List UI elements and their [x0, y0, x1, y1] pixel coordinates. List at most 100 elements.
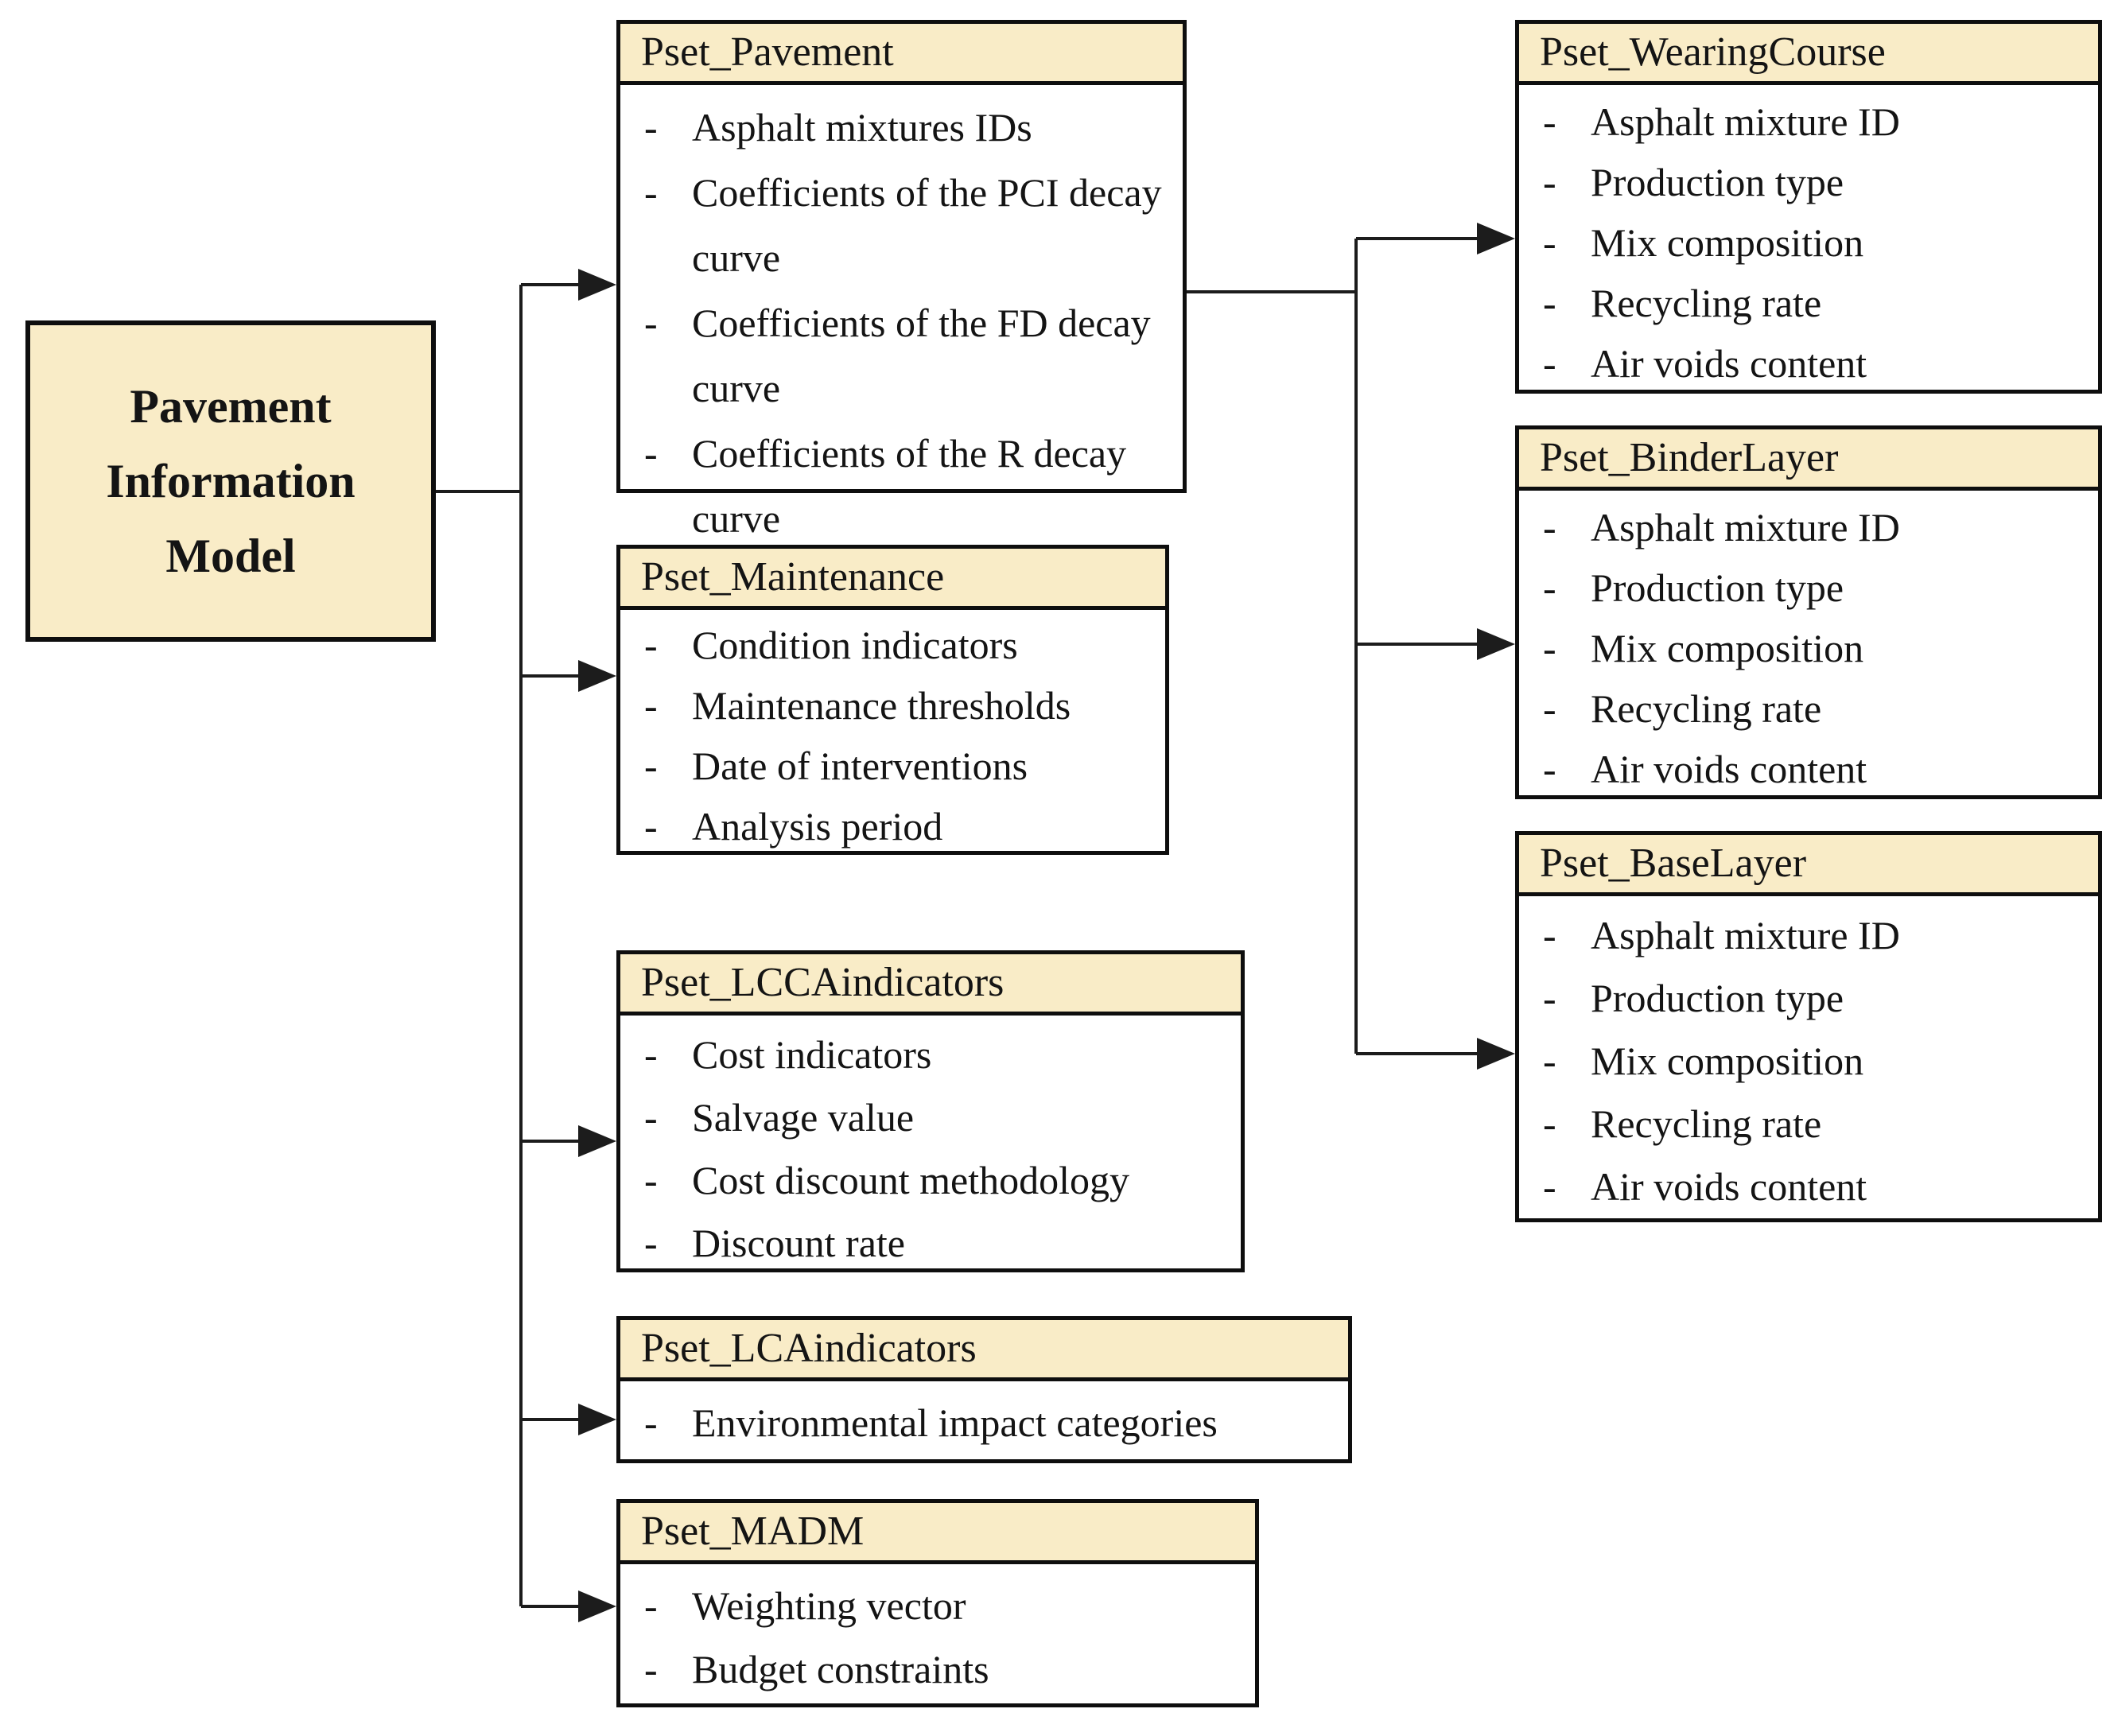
arrowhead-madm	[578, 1590, 616, 1622]
pset-attribute-list: -Weighting vector-Budget constraints	[620, 1564, 1255, 1701]
pset-header-lca-indicators: Pset_LCAindicators	[620, 1320, 1348, 1381]
bullet-dash: -	[1543, 341, 1556, 386]
pset-attribute-item: -Asphalt mixture ID	[1519, 497, 2098, 557]
pset-attribute-item: -Budget constraints	[620, 1637, 1255, 1701]
pset-attribute-item: -Asphalt mixtures IDs	[620, 95, 1183, 160]
pset-attribute-text: Cost discount methodology	[692, 1158, 1129, 1202]
bullet-dash: -	[1543, 1039, 1556, 1083]
arrowhead-lca	[578, 1404, 616, 1435]
bullet-dash: -	[1543, 686, 1556, 731]
pset-attribute-item: -Air voids content	[1519, 333, 2098, 394]
pset-attribute-item: -Recycling rate	[1519, 273, 2098, 333]
bullet-dash: -	[1543, 1101, 1556, 1146]
pset-attribute-text: Asphalt mixture ID	[1591, 913, 1900, 957]
bullet-dash: -	[644, 105, 658, 150]
bullet-dash: -	[644, 1583, 658, 1628]
pset-attribute-item: -Maintenance thresholds	[620, 675, 1165, 736]
pset-box-maintenance: Pset_Maintenance -Condition indicators-M…	[616, 545, 1169, 855]
pset-attribute-item: -Air voids content	[1519, 739, 2098, 799]
pset-header-binder-layer: Pset_BinderLayer	[1519, 429, 2098, 491]
pset-attribute-text: Mix composition	[1591, 1039, 1864, 1083]
bullet-dash: -	[1543, 1164, 1556, 1209]
pset-attribute-text: Recycling rate	[1591, 686, 1822, 731]
pset-attribute-item: -Asphalt mixture ID	[1519, 91, 2098, 152]
pset-header-base-layer: Pset_BaseLayer	[1519, 835, 2098, 896]
arrowhead-maintenance	[578, 660, 616, 692]
pset-attribute-text: Analysis period	[692, 804, 943, 849]
pset-attribute-text: Air voids content	[1591, 747, 1867, 791]
bullet-dash: -	[644, 1032, 658, 1077]
pset-attribute-text: Asphalt mixture ID	[1591, 505, 1900, 550]
pset-header-maintenance: Pset_Maintenance	[620, 549, 1165, 610]
arrowhead-binder-layer	[1477, 628, 1515, 660]
pset-attribute-text: Mix composition	[1591, 626, 1864, 670]
pset-attribute-text: Date of interventions	[692, 744, 1028, 788]
bullet-dash: -	[644, 1095, 658, 1140]
bullet-dash: -	[1543, 281, 1556, 325]
root-node-pavement-information-model: Pavement Information Model	[25, 320, 436, 642]
pset-header-madm: Pset_MADM	[620, 1503, 1255, 1564]
bullet-dash: -	[644, 170, 658, 215]
pset-attribute-item: -Mix composition	[1519, 1030, 2098, 1093]
pset-attribute-item: -Coefficients of the FD decay curve	[620, 290, 1183, 421]
bullet-dash: -	[644, 1221, 658, 1265]
pset-attribute-list: -Asphalt mixture ID-Production type-Mix …	[1519, 491, 2098, 799]
arrowhead-lcca	[578, 1125, 616, 1157]
bullet-dash: -	[1543, 160, 1556, 204]
pset-attribute-list: -Condition indicators-Maintenance thresh…	[620, 610, 1165, 856]
pset-attribute-text: Weighting vector	[692, 1583, 966, 1628]
pset-attribute-text: Coefficients of the PCI decay curve	[692, 170, 1162, 280]
pset-attribute-text: Environmental impact categories	[692, 1400, 1218, 1445]
pset-attribute-text: Recycling rate	[1591, 281, 1822, 325]
pset-box-lca-indicators: Pset_LCAindicators -Environmental impact…	[616, 1316, 1352, 1463]
bullet-dash: -	[644, 744, 658, 788]
bullet-dash: -	[644, 1400, 658, 1445]
bullet-dash: -	[1543, 976, 1556, 1020]
pset-attribute-item: -Weighting vector	[620, 1574, 1255, 1637]
bullet-dash: -	[1543, 505, 1556, 550]
pset-attribute-item: -Production type	[1519, 967, 2098, 1030]
pset-attribute-list: -Asphalt mixture ID-Production type-Mix …	[1519, 896, 2098, 1218]
pset-attribute-text: Asphalt mixtures IDs	[692, 105, 1032, 150]
pset-attribute-item: -Discount rate	[620, 1212, 1241, 1275]
pset-attribute-item: -Recycling rate	[1519, 678, 2098, 739]
pset-header-wearing-course: Pset_WearingCourse	[1519, 24, 2098, 85]
bullet-dash: -	[644, 623, 658, 667]
pset-attribute-text: Mix composition	[1591, 220, 1864, 265]
pset-attribute-item: -Coefficients of the R decay curve	[620, 421, 1183, 551]
pset-attribute-item: -Production type	[1519, 152, 2098, 212]
bullet-dash: -	[644, 1647, 658, 1691]
pset-attribute-text: Condition indicators	[692, 623, 1018, 667]
root-title: Pavement Information Model	[106, 380, 356, 582]
bullet-dash: -	[1543, 913, 1556, 957]
pset-attribute-item: -Cost discount methodology	[620, 1149, 1241, 1212]
bullet-dash: -	[1543, 220, 1556, 265]
pset-attribute-item: -Production type	[1519, 557, 2098, 618]
pset-attribute-text: Cost indicators	[692, 1032, 932, 1077]
bullet-dash: -	[1543, 99, 1556, 144]
bullet-dash: -	[1543, 747, 1556, 791]
pset-attribute-item: -Mix composition	[1519, 212, 2098, 273]
pset-attribute-text: Recycling rate	[1591, 1101, 1822, 1146]
pset-attribute-text: Coefficients of the R decay curve	[692, 431, 1127, 541]
pset-attribute-text: Production type	[1591, 976, 1844, 1020]
pset-attribute-text: Salvage value	[692, 1095, 915, 1140]
arrowhead-base-layer	[1477, 1038, 1515, 1070]
pset-attribute-item: -Recycling rate	[1519, 1093, 2098, 1155]
pset-box-madm: Pset_MADM -Weighting vector-Budget const…	[616, 1499, 1259, 1707]
pset-box-pavement: Pset_Pavement -Asphalt mixtures IDs-Coef…	[616, 20, 1187, 541]
bullet-dash: -	[1543, 565, 1556, 610]
pset-attribute-item: -Salvage value	[620, 1086, 1241, 1149]
pset-attribute-text: Asphalt mixture ID	[1591, 99, 1900, 144]
bullet-dash: -	[1543, 626, 1556, 670]
pset-attribute-item: -Coefficients of the PCI decay curve	[620, 160, 1183, 290]
pset-attribute-list: -Asphalt mixture ID-Production type-Mix …	[1519, 85, 2098, 394]
pset-attribute-text: Production type	[1591, 160, 1844, 204]
pset-attribute-item: -Cost indicators	[620, 1023, 1241, 1086]
pset-attribute-list: -Cost indicators-Salvage value-Cost disc…	[620, 1016, 1241, 1275]
arrowhead-wearing-course	[1477, 223, 1515, 254]
bullet-dash: -	[644, 431, 658, 476]
pset-attribute-text: Air voids content	[1591, 341, 1867, 386]
pset-attribute-text: Discount rate	[692, 1221, 905, 1265]
